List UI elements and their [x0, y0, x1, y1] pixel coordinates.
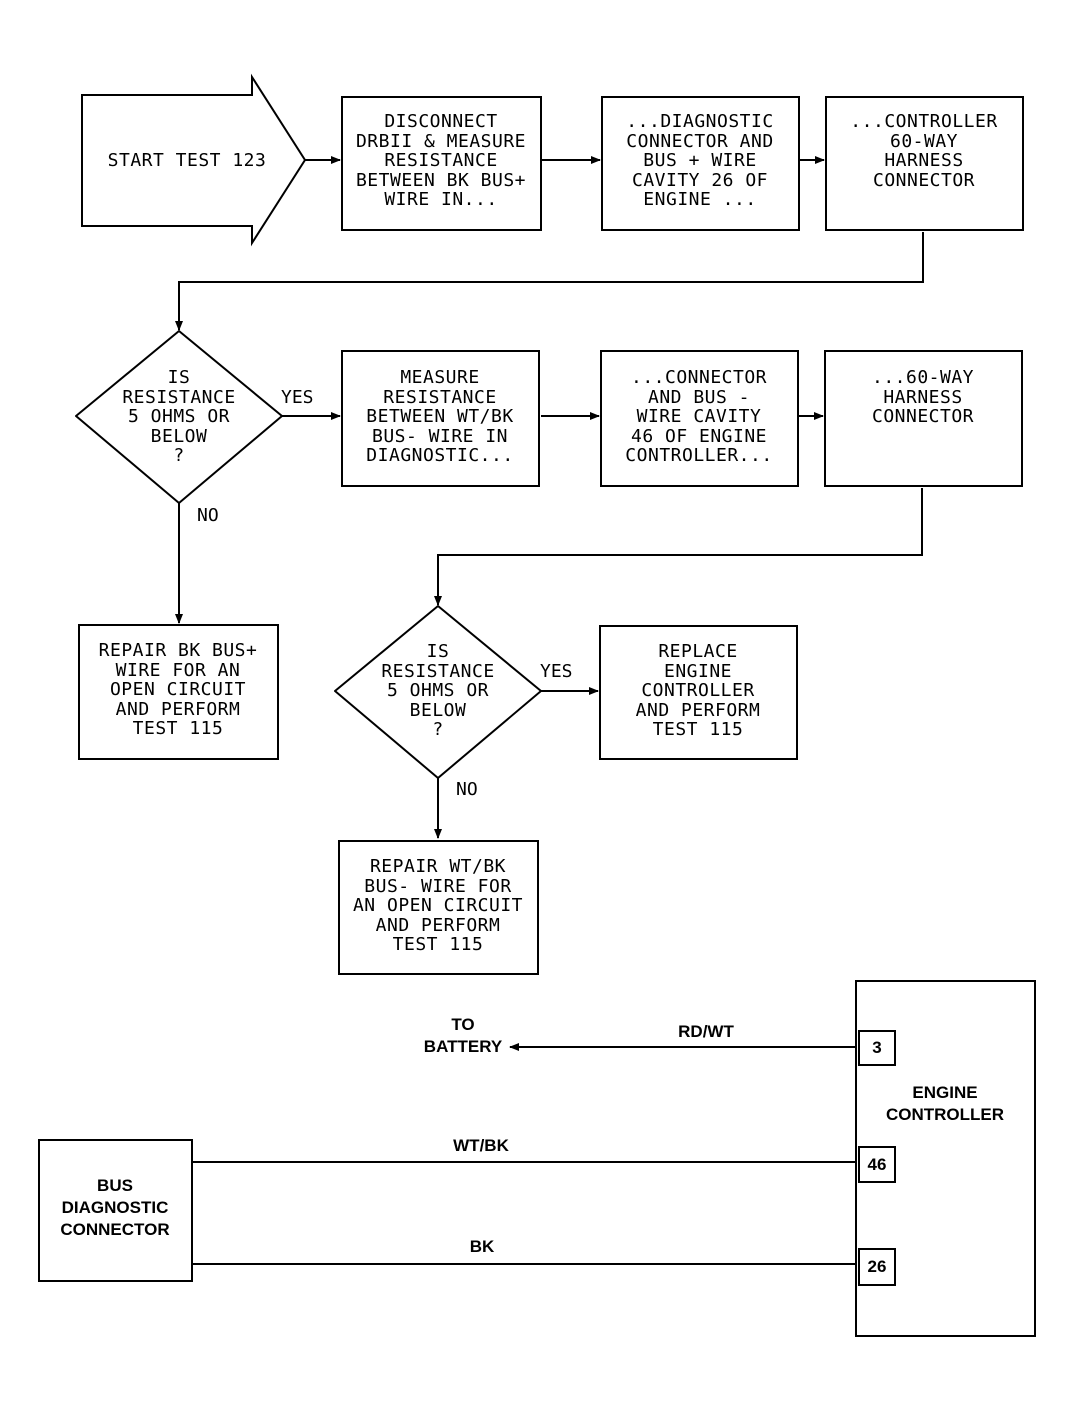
step-connector-cavity-text: ...CONNECTOR AND BUS - WIRE CAVITY 46 OF… [625, 367, 773, 466]
step-60way-harness-box [824, 350, 1023, 487]
step-controller-harness-text: ...CONTROLLER 60-WAY HARNESS CONNECTOR [850, 111, 998, 191]
step-disconnect-box [341, 96, 542, 231]
decision-1-yes-label: YES [281, 387, 314, 408]
repair-bk-bus-text: REPAIR BK BUS+ WIRE FOR AN OPEN CIRCUIT … [98, 640, 258, 739]
decision-1-no-label: NO [197, 505, 219, 526]
step-diagnostic-connector-box [601, 96, 800, 231]
wire-wtbk-label: WT/BK [453, 1136, 509, 1155]
pin-3: 3 [858, 1030, 896, 1066]
bus-diagnostic-connector-label: BUS DIAGNOSTIC CONNECTOR [60, 1176, 170, 1239]
repair-wtbk-bus-text: REPAIR WT/BK BUS- WIRE FOR AN OPEN CIRCU… [352, 856, 524, 955]
decision-2-no-label: NO [456, 779, 478, 800]
step-60way-harness-text: ...60-WAY HARNESS CONNECTOR [871, 367, 975, 427]
repair-wtbk-bus-box [338, 840, 539, 975]
decision-2-yes-label: YES [540, 661, 573, 682]
decision-1-text: IS RESISTANCE 5 OHMS OR BELOW ? [122, 367, 236, 466]
step-measure-box [341, 350, 540, 487]
step-diagnostic-connector-text: ...DIAGNOSTIC CONNECTOR AND BUS + WIRE C… [626, 111, 774, 210]
repair-bk-bus-box [78, 624, 279, 760]
start-arrow-shape [81, 73, 307, 247]
step-measure-text: MEASURE RESISTANCE BETWEEN WT/BK BUS- WI… [366, 367, 514, 466]
wire-rdwt-label: RD/WT [678, 1022, 734, 1041]
decision-2-text: IS RESISTANCE 5 OHMS OR BELOW ? [381, 641, 495, 740]
engine-controller-label: ENGINE CONTROLLER [885, 1083, 1005, 1124]
wire-bk-label: BK [469, 1237, 495, 1256]
step-controller-harness-box [825, 96, 1024, 231]
step-disconnect-text: DISCONNECT DRBII & MEASURE RESISTANCE BE… [355, 111, 527, 210]
bus-diagnostic-connector-box [38, 1139, 193, 1282]
pin-26: 26 [858, 1248, 896, 1286]
to-battery-label: TO BATTERY [423, 1015, 503, 1056]
replace-controller-box [599, 625, 798, 760]
start-label: START TEST 123 [107, 150, 267, 171]
pin-46: 46 [858, 1146, 896, 1183]
replace-controller-text: REPLACE ENGINE CONTROLLER AND PERFORM TE… [635, 641, 761, 740]
step-connector-cavity-box [600, 350, 799, 487]
